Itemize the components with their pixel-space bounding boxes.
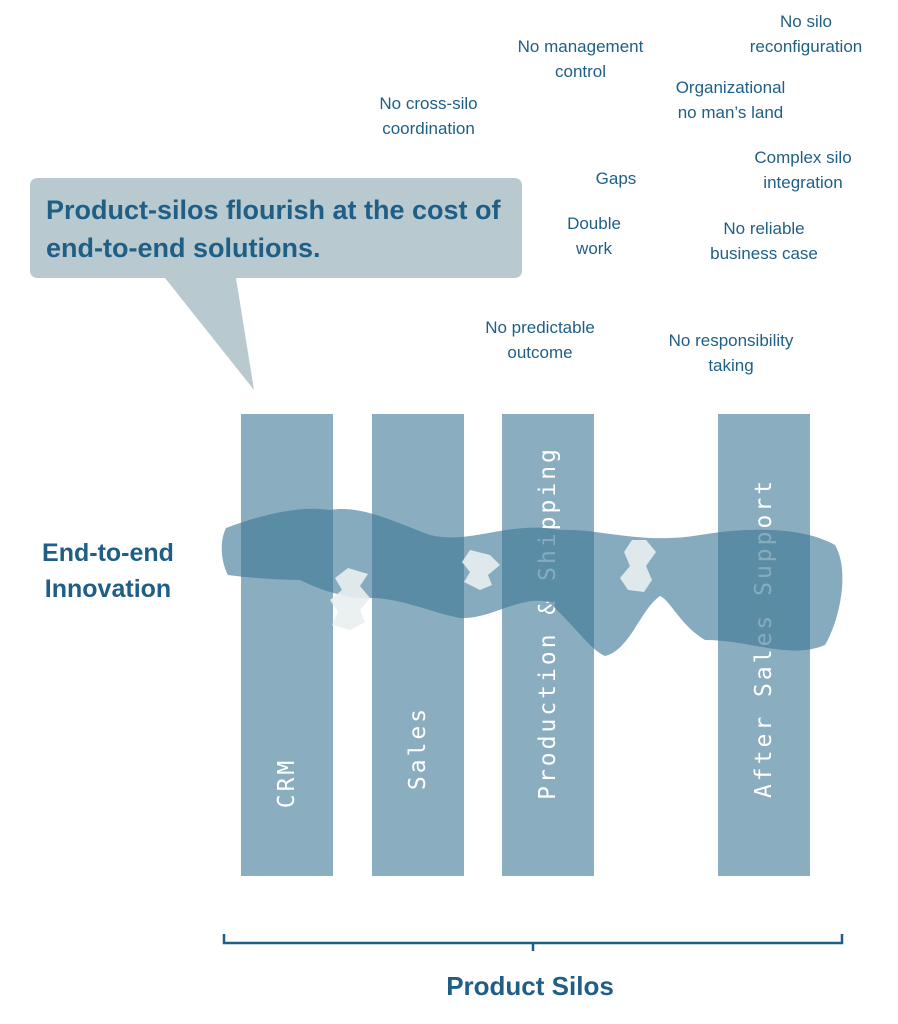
silo-crm: CRM [241, 414, 333, 876]
product-silos-title: Product Silos [446, 971, 614, 1001]
issue-no-management-control: No management control [517, 37, 644, 81]
silo-production-shipping: Production & Shipping [502, 414, 594, 876]
bracket-line [222, 934, 844, 951]
innovation-band-shape [221, 508, 843, 656]
issue-complex-silo-integration: Complex silo integration [754, 148, 852, 192]
issue-organizational-no-mans-land: Organizational no man’s land [675, 78, 786, 122]
issue-no-cross-silo-coordination: No cross-silo coordination [379, 94, 478, 138]
issue-no-reliable-business-case: No reliable business case [710, 219, 818, 263]
issue-gaps: Gaps [595, 169, 637, 188]
silo-sales: Sales [372, 414, 464, 876]
gap-tear-1 [330, 568, 370, 630]
callout-text: Product-silos flourish at the cost of en… [46, 195, 501, 263]
gap-tear-2 [462, 550, 500, 590]
issue-no-responsibility-taking: No responsibility taking [668, 331, 794, 375]
issue-double-work: Double work [567, 214, 621, 258]
callout-shape [30, 178, 522, 390]
gap-tear-3 [620, 540, 656, 592]
issue-no-predictable-outcome: No predictable outcome [485, 318, 595, 362]
end-to-end-innovation-label: End-to-end Innovation [42, 539, 174, 603]
issue-no-silo-reconfiguration: No silo reconfiguration [749, 12, 863, 56]
